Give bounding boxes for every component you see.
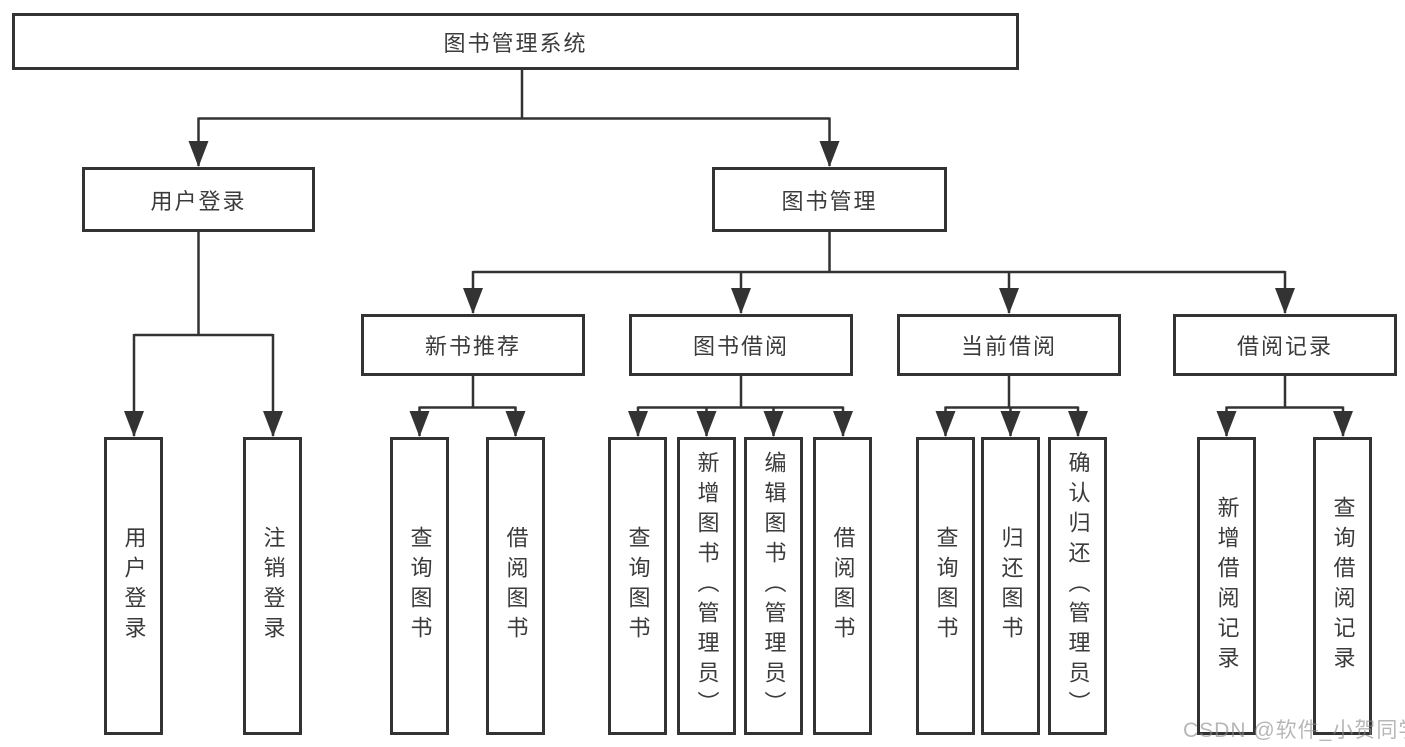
- connector-book-borrow-split: [638, 376, 843, 409]
- leaf-logout: 注销登录: [243, 437, 302, 735]
- leaf-user-login-label: 用户登录: [121, 526, 147, 646]
- node-root-label: 图书管理系统: [443, 30, 588, 56]
- leaf-return-book: 归还图书: [981, 437, 1040, 735]
- leaf-return-book-label: 归还图书: [998, 526, 1024, 646]
- leaf-edit-book-admin-label: 编辑图书（管理员）: [761, 451, 787, 721]
- leaf-edit-book-admin: 编辑图书（管理员）: [744, 437, 803, 735]
- node-current-borrow: 当前借阅: [897, 314, 1121, 376]
- node-borrow-record-label: 借阅记录: [1236, 334, 1333, 359]
- leaf-query-book-1-label: 查询图书: [407, 526, 433, 646]
- connector-book-mgmt-split: [473, 232, 1285, 274]
- node-current-borrow-label: 当前借阅: [960, 334, 1057, 359]
- node-book-management-label: 图书管理: [781, 188, 878, 214]
- connector-new-book-split: [419, 376, 516, 409]
- leaf-add-book-admin-label: 新增图书（管理员）: [694, 451, 720, 721]
- leaf-add-borrow-record-label: 新增借阅记录: [1214, 496, 1240, 676]
- connector-user-login-split: [134, 232, 273, 337]
- connector-root-split: [198, 70, 830, 120]
- leaf-query-book-2: 查询图书: [608, 437, 667, 735]
- leaf-query-borrow-record-label: 查询借阅记录: [1330, 496, 1356, 676]
- leaf-user-login: 用户登录: [104, 437, 163, 735]
- leaf-query-book-3: 查询图书: [916, 437, 975, 735]
- leaf-confirm-return-admin-label: 确认归还（管理员）: [1065, 451, 1091, 721]
- node-book-borrow-label: 图书借阅: [692, 334, 789, 359]
- leaf-query-book-1: 查询图书: [390, 437, 449, 735]
- leaf-logout-label: 注销登录: [260, 526, 286, 646]
- node-user-login: 用户登录: [82, 167, 315, 232]
- leaf-query-borrow-record: 查询借阅记录: [1313, 437, 1372, 735]
- leaf-borrow-book-2-label: 借阅图书: [830, 526, 856, 646]
- leaf-borrow-book-1: 借阅图书: [486, 437, 545, 735]
- leaf-add-book-admin: 新增图书（管理员）: [677, 437, 736, 735]
- leaf-confirm-return-admin: 确认归还（管理员）: [1048, 437, 1107, 735]
- node-book-management: 图书管理: [712, 167, 947, 232]
- leaf-borrow-book-1-label: 借阅图书: [503, 526, 529, 646]
- connector-current-borrow-split: [945, 376, 1078, 409]
- connector-borrow-record-split: [1226, 376, 1343, 409]
- node-book-borrow: 图书借阅: [629, 314, 853, 376]
- node-user-login-label: 用户登录: [150, 188, 247, 214]
- leaf-add-borrow-record: 新增借阅记录: [1197, 437, 1256, 735]
- leaf-borrow-book-2: 借阅图书: [813, 437, 872, 735]
- csdn-watermark: CSDN @软件_小贺同学: [1183, 719, 1405, 742]
- node-borrow-record: 借阅记录: [1173, 314, 1397, 376]
- leaf-query-book-3-label: 查询图书: [933, 526, 959, 646]
- node-root: 图书管理系统: [12, 13, 1019, 70]
- node-new-book-recommend-label: 新书推荐: [424, 334, 521, 359]
- leaf-query-book-2-label: 查询图书: [625, 526, 651, 646]
- node-new-book-recommend: 新书推荐: [361, 314, 585, 376]
